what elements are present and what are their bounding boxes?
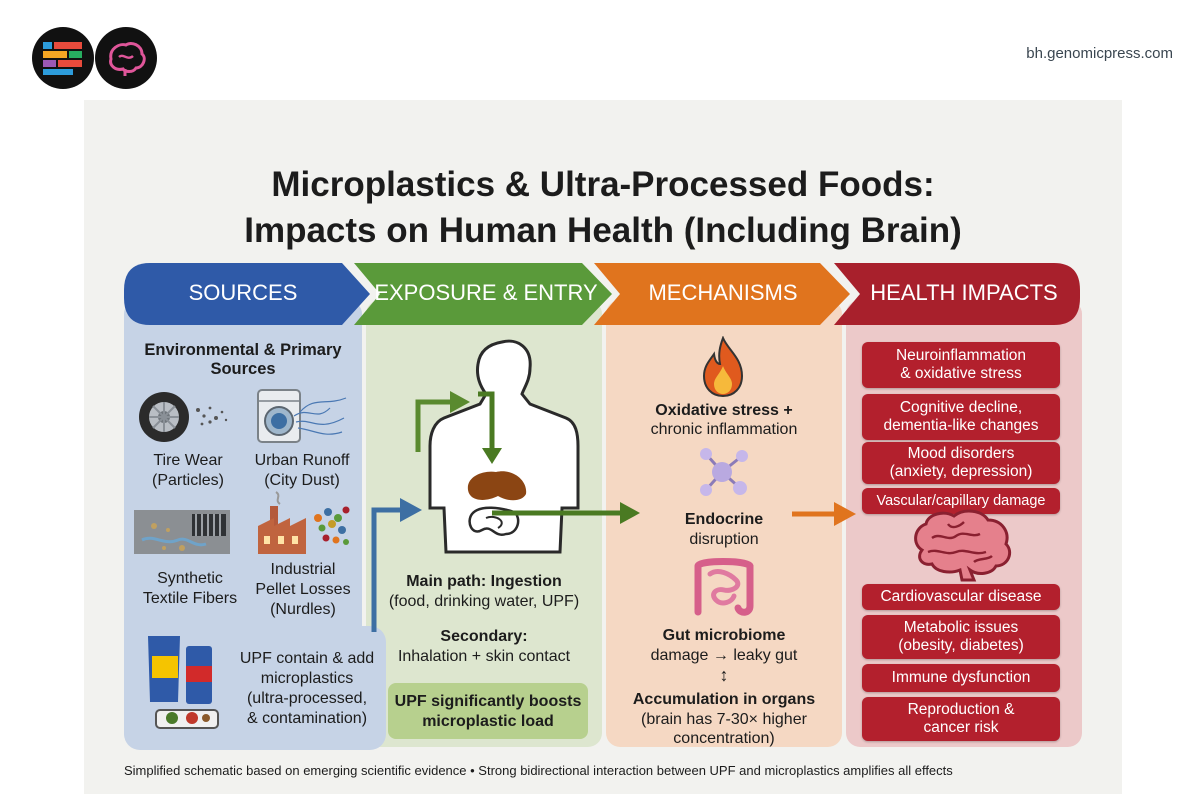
upf-packages-icon — [148, 636, 219, 729]
gut-microbiome-label: Gut microbiome — [662, 627, 786, 644]
synthetic-label: Synthetic — [157, 570, 223, 587]
washing-machine-icon — [257, 389, 347, 443]
urban-runoff-label: Urban Runoff — [254, 452, 350, 469]
urban-runoff-sub: (City Dust) — [264, 472, 340, 489]
upf-line-2: microplastics — [260, 670, 354, 687]
upf-boost-box — [388, 683, 588, 739]
genomic-press-logo — [32, 27, 94, 89]
upf-line-4: & contamination) — [246, 710, 368, 727]
header-mechanisms: MECHANISMS — [648, 280, 798, 305]
upf-line-3: (ultra-processed, — [246, 690, 368, 707]
impact-metabolic: Metabolic issues(obesity, diabetes) — [862, 615, 1060, 659]
secondary-label: Secondary: — [440, 628, 528, 645]
secondary-detail: Inhalation + skin contact — [397, 648, 571, 665]
impact-cardiovascular: Cardiovascular disease — [862, 584, 1060, 610]
impact-metabolic-line-1: Metabolic issues — [903, 619, 1019, 636]
bidirectional-arrow: ↕ — [719, 665, 729, 685]
upf-line-1: UPF contain & add — [239, 650, 375, 667]
impacts-header-shape — [834, 263, 1080, 325]
impact-mood-line-2: (anxiety, depression) — [889, 463, 1033, 480]
hormone-molecule-icon — [700, 448, 748, 496]
impact-cognitive-decline: Cognitive decline,dementia-like changes — [862, 394, 1060, 440]
header-exposure: EXPOSURE & ENTRY — [374, 280, 598, 305]
upf-boost-line-1: UPF significantly boosts — [394, 693, 582, 710]
footer-note: Simplified schematic based on emerging s… — [124, 763, 953, 778]
industrial-label: Industrial — [270, 561, 336, 578]
impact-cognitive-line-2: dementia-like changes — [883, 417, 1039, 434]
brain-icon — [914, 509, 1012, 582]
impact-mood-disorders: Mood disorders(anxiety, depression) — [862, 442, 1060, 484]
impact-reproduction-cancer: Reproduction &cancer risk — [862, 697, 1060, 741]
column-headers — [124, 263, 1080, 325]
textile-fibers-label: Textile Fibers — [142, 590, 238, 607]
title-line-2: Impacts on Human Health (Including Brain… — [244, 211, 962, 250]
impact-cognitive-line-1: Cognitive decline, — [899, 399, 1023, 416]
header-sources: SOURCES — [188, 280, 298, 305]
fire-icon — [702, 336, 744, 398]
header-impacts: HEALTH IMPACTS — [870, 280, 1058, 305]
pellet-losses-label: Pellet Losses — [255, 581, 351, 598]
nurdles-label: (Nurdles) — [270, 601, 336, 618]
brain-journal-logo — [95, 27, 157, 89]
accumulation-label: Accumulation in organs — [632, 691, 816, 708]
tire-wear-sub: (Particles) — [151, 472, 224, 489]
impact-metabolic-line-2: (obesity, diabetes) — [898, 637, 1024, 654]
factory-icon — [258, 491, 350, 554]
impact-neuroinflammation-line-1: Neuroinflammation — [895, 347, 1027, 364]
inflammation-label: chronic inflammation — [650, 421, 798, 438]
title-line-1: Microplastics & Ultra-Processed Foods: — [271, 165, 935, 204]
impact-neuroinflammation: Neuroinflammation& oxidative stress — [862, 342, 1060, 388]
sources-heading: Environmental & Primary Sources — [144, 341, 342, 378]
brain-concentration-line-2: concentration) — [673, 730, 775, 747]
exposure-header-shape — [354, 263, 612, 325]
impact-reproduction-line-2: cancer risk — [923, 719, 999, 736]
site-url[interactable]: bh.genomicpress.com — [1026, 45, 1173, 62]
mechanisms-header-shape — [594, 263, 850, 325]
leaky-gut-label: damage → leaky gut — [650, 647, 798, 664]
sources-header-shape — [124, 263, 370, 325]
brain-concentration-line-1: (brain has 7-30× higher — [641, 711, 807, 728]
impact-mood-line-1: Mood disorders — [907, 445, 1015, 462]
impact-vascular-damage: Vascular/capillary damage — [862, 488, 1060, 514]
impact-neuroinflammation-line-2: & oxidative stress — [900, 365, 1022, 382]
endocrine-label: Endocrine — [684, 511, 764, 528]
oxidative-label: Oxidative stress + — [655, 402, 793, 419]
tire-icon — [139, 392, 228, 442]
flow-arrows — [371, 391, 856, 632]
impact-immune: Immune dysfunction — [862, 664, 1060, 692]
human-body-icon — [428, 339, 640, 554]
storm-drain-icon — [134, 510, 230, 554]
disruption-label: disruption — [689, 531, 759, 548]
upf-boost-line-2: microplastic load — [422, 713, 554, 730]
intestine-icon — [694, 558, 754, 616]
impact-reproduction-line-1: Reproduction & — [907, 701, 1015, 718]
main-path-detail: (food, drinking water, UPF) — [388, 593, 580, 610]
main-path-label: Main path: Ingestion — [406, 573, 562, 590]
tire-wear-label: Tire Wear — [153, 452, 223, 469]
